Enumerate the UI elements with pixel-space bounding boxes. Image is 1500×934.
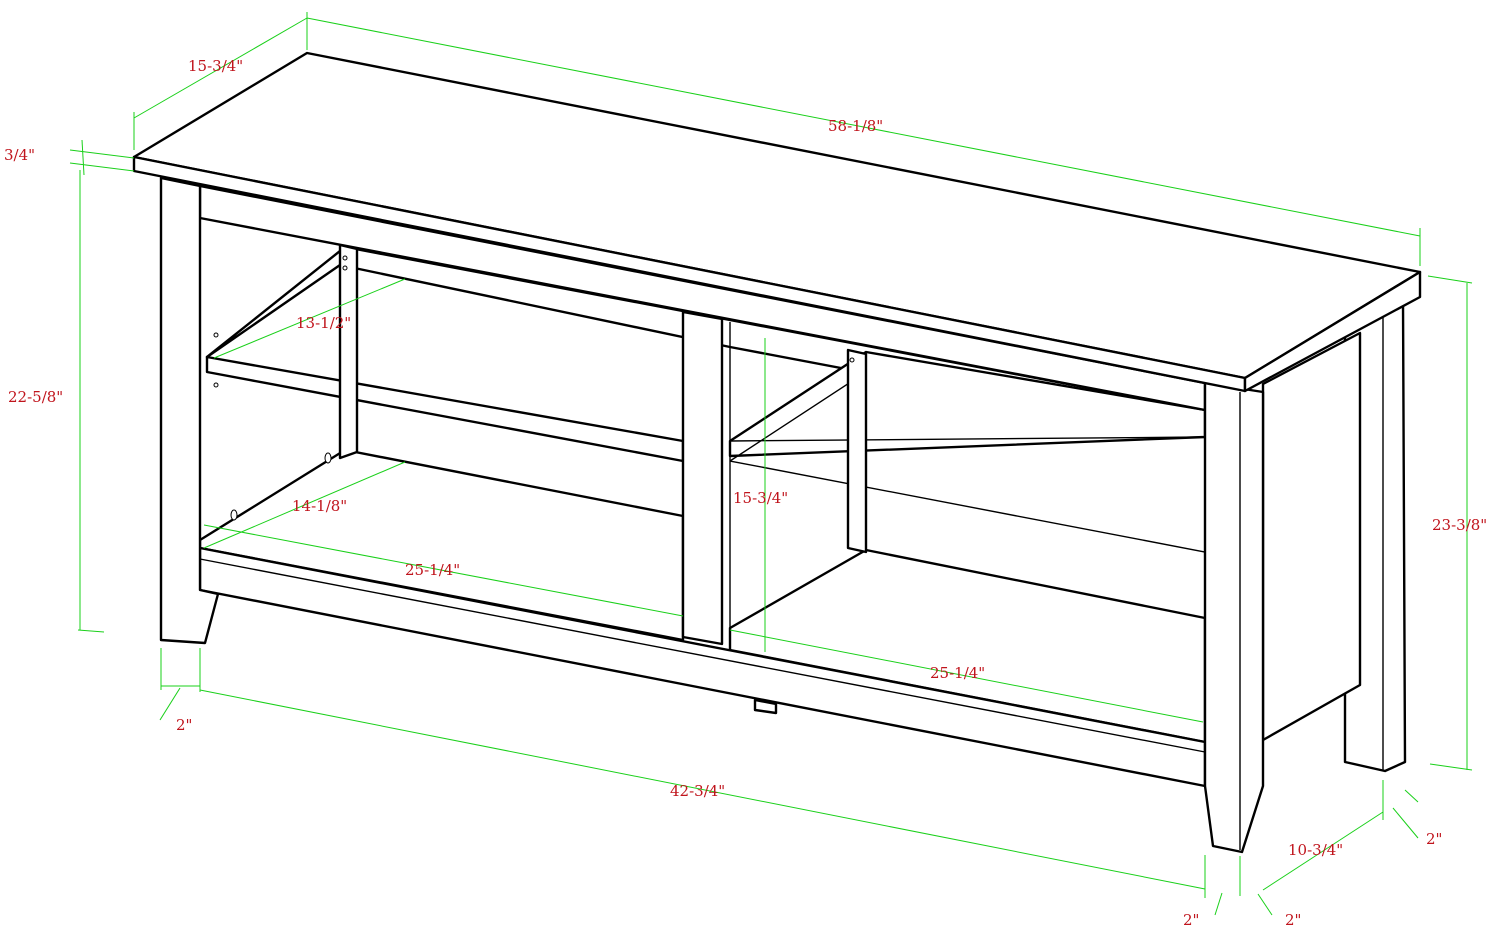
side-depth-label: 10-3/4" [1288, 841, 1343, 859]
front-right-leg [1203, 381, 1265, 854]
dimension-labels: 15-3/4" 58-1/8" 3/4" 22-5/8" 23-3/8" 13-… [4, 57, 1487, 929]
center-divider [681, 310, 724, 646]
front-left-leg [159, 176, 220, 645]
right-side-panel [1261, 331, 1362, 742]
divider-height-label: 15-3/4" [733, 489, 788, 507]
tv-stand-illustration [132, 51, 1422, 854]
front-right-leg-width-b-label: 2" [1285, 911, 1301, 929]
left-compartment-width-label: 25-1/4" [405, 561, 460, 579]
left-height-label: 22-5/8" [8, 388, 63, 406]
lower-shelf-depth-label: 14-1/8" [292, 497, 347, 515]
back-middle-post [846, 348, 868, 554]
inner-width-label: 42-3/4" [670, 782, 725, 800]
overall-width-label: 58-1/8" [828, 117, 883, 135]
dimension-lines [69, 12, 1473, 916]
table-top [132, 51, 1422, 393]
back-left-post [338, 243, 359, 460]
upper-shelf-depth-label: 13-1/2" [296, 314, 351, 332]
back-leg-width-label: 2" [1426, 830, 1442, 848]
top-thickness-label: 3/4" [4, 146, 35, 164]
right-height-label: 23-3/8" [1432, 516, 1487, 534]
top-depth-label: 15-3/4" [188, 57, 243, 75]
right-compartment-width-label: 25-1/4" [930, 664, 985, 682]
front-left-leg-width-label: 2" [176, 716, 192, 734]
front-right-leg-width-a-label: 2" [1183, 911, 1199, 929]
